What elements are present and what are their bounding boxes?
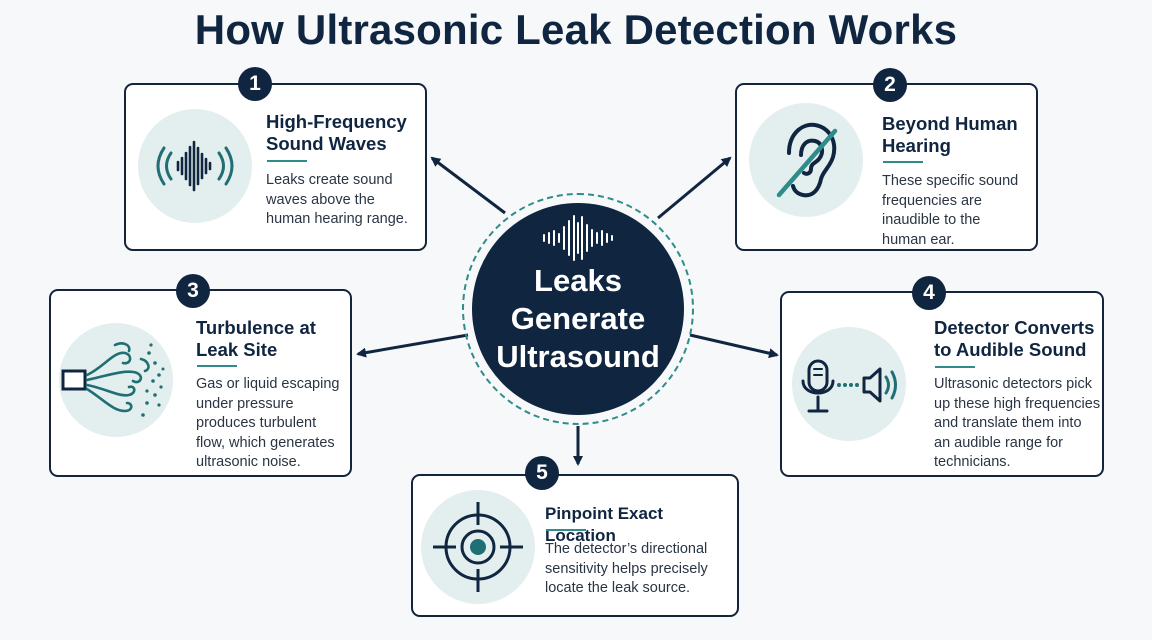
microphone-speaker-icon [801, 359, 897, 413]
step-1-title: High-Frequency Sound Waves [266, 111, 407, 154]
step-1-rule [267, 160, 307, 162]
crossed-ear-icon [776, 122, 838, 198]
sound-wave-icon [156, 140, 234, 192]
step-3-description: Gas or liquid escaping under pressure pr… [196, 376, 340, 470]
step-2-title: Beyond Human Hearing [882, 113, 1018, 156]
step-card-4: Detector Converts to Audible Sound Ultra… [780, 291, 1104, 477]
target-icon [433, 502, 523, 592]
step-5-rule [546, 529, 586, 531]
arrow-to-step-4 [689, 333, 779, 359]
sound-wave-icon [543, 215, 613, 261]
step-4-description: Ultrasonic detectors pick up these high … [934, 376, 1101, 470]
step-4-title: Detector Converts to Audible Sound [934, 317, 1095, 360]
hub-label-line-2: Generate [510, 301, 646, 336]
step-3-badge: 3 [176, 274, 210, 308]
hub-label: Leaks Generate Ultrasound [472, 262, 684, 376]
step-2-description: These specific sound frequencies are ina… [882, 173, 1019, 248]
hub-label-line-3: Ultrasound [496, 339, 660, 374]
step-card-2: Beyond Human Hearing These specific soun… [735, 83, 1038, 251]
step-5-badge: 5 [525, 456, 559, 490]
step-card-1: High-Frequency Sound Waves Leaks create … [124, 83, 427, 251]
step-card-3: Turbulence at Leak Site Gas or liquid es… [49, 289, 352, 477]
strike-line [776, 128, 838, 198]
step-3-icon-circle [59, 323, 173, 437]
step-2-badge: 2 [873, 68, 907, 102]
step-4-icon-circle [792, 327, 906, 441]
hub-dashed-ring [462, 193, 694, 425]
step-1-badge: 1 [238, 67, 272, 101]
step-5-icon-circle [421, 490, 535, 604]
step-4-rule [935, 366, 975, 368]
step-4-badge: 4 [912, 276, 946, 310]
hub-label-line-1: Leaks [534, 263, 622, 298]
step-2-rule [883, 161, 923, 163]
step-2-icon-circle [749, 103, 863, 217]
step-3-title: Turbulence at Leak Site [196, 317, 316, 360]
arrow-to-step-3 [356, 333, 469, 358]
step-1-icon-circle [138, 109, 252, 223]
step-5-description: The detector’s directional sensitivity h… [545, 541, 708, 596]
arrow-to-step-2 [657, 156, 732, 220]
step-3-rule [197, 365, 237, 367]
page-title: How Ultrasonic Leak Detection Works [194, 6, 958, 53]
turbulence-icon [61, 342, 165, 417]
step-card-5: Pinpoint Exact Location The detector’s d… [411, 474, 739, 617]
step-1-description: Leaks create sound waves above the human… [266, 172, 408, 227]
arrow-to-step-1 [430, 156, 506, 215]
